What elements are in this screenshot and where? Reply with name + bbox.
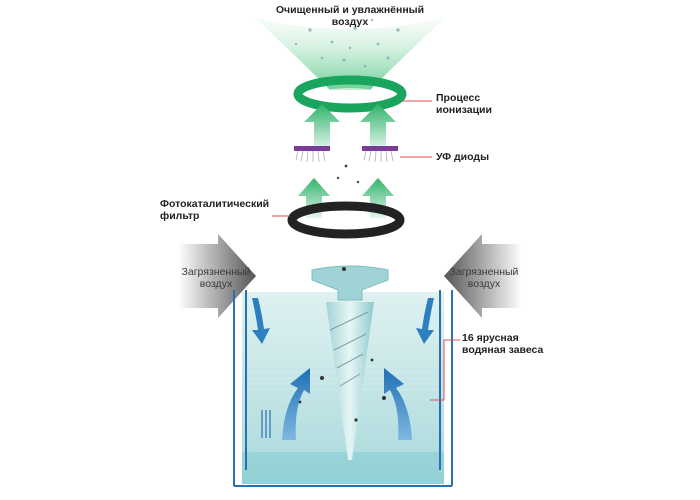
label-dirty-air-left: Загрязненный воздух: [181, 266, 251, 290]
curved-up-arrow-icon: [384, 368, 412, 440]
label-purified-air: Очищенный и увлажнённый воздух: [275, 4, 425, 28]
upper-green-arrows: [304, 104, 396, 150]
up-arrow-icon: [304, 104, 340, 150]
tank-slots-left: [261, 410, 271, 438]
leader-lines: [272, 100, 460, 401]
air-particles: [294, 18, 400, 68]
uv-diode-right: [362, 146, 398, 163]
blue-down-arrows: [252, 298, 434, 344]
spinning-cone: [311, 265, 389, 460]
gray-arrow-icon: [178, 234, 256, 318]
tank-walls: [233, 290, 453, 487]
down-arrow-icon: [252, 298, 270, 344]
blue-curved-arrows: [282, 368, 412, 440]
gray-arrow-icon: [444, 234, 522, 318]
up-arrow-icon: [360, 104, 396, 150]
ionization-ring: [293, 75, 407, 113]
label-dirty-air-right: Загрязненный воздух: [449, 266, 519, 290]
label-uv-diodes: УФ диоды: [436, 151, 490, 163]
photocatalytic-filter-ring: [287, 201, 405, 239]
uv-diode-left: [294, 146, 330, 163]
label-ionization: Процесс ионизации: [436, 92, 492, 116]
purified-air-cone: [255, 18, 445, 90]
gray-arrow-left: [178, 234, 256, 318]
cone-spiral: [329, 311, 369, 387]
curved-up-arrow-icon: [282, 368, 310, 440]
uv-particles: [336, 164, 360, 184]
uv-diodes: [294, 146, 398, 184]
gray-arrow-right: [444, 234, 522, 318]
label-photocatalytic-filter: Фотокаталитический фильтр: [160, 198, 270, 222]
label-water-curtain: 16 ярусная водяная завеса: [462, 332, 544, 356]
down-arrow-icon: [416, 298, 434, 344]
water-bottom: [242, 452, 444, 484]
water-particles: [298, 358, 386, 422]
